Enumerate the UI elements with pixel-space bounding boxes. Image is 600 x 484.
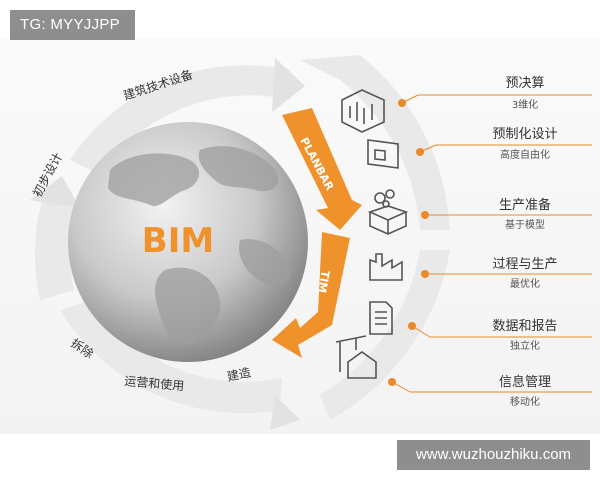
house-crane-icon	[335, 335, 377, 379]
stage-subtitle-1: 高度自由化	[500, 148, 550, 161]
planbar-arrow	[282, 108, 362, 230]
ring-arc-bottom	[60, 300, 282, 414]
stage-connectors	[388, 94, 592, 393]
factory-icon	[369, 253, 403, 281]
lifecycle-label-4: 建造	[226, 365, 252, 384]
globe-continents	[108, 146, 291, 346]
stage-subtitle-3: 最优化	[510, 277, 540, 290]
gears-box-icon	[367, 189, 409, 235]
ring-arrowhead-top	[272, 58, 305, 112]
wall-panel-icon	[367, 139, 399, 169]
stage-labels: 预决算 3维化 预制化设计 高度自由化 生产准备 基于模型 过程与生产 最优化 …	[492, 76, 557, 408]
stage-title-4: 数据和报告	[492, 319, 557, 334]
stage-subtitle-0: 3维化	[512, 98, 538, 111]
building-3d-icon	[341, 89, 385, 133]
stage-subtitle-5: 移动化	[510, 395, 540, 408]
stage-title-3: 过程与生产	[492, 257, 557, 272]
ring-arc-right-top	[300, 55, 450, 230]
watermark-bottom: www.wuzhouzhiku.com	[397, 440, 590, 470]
document-icon	[369, 301, 393, 335]
tim-arrow	[272, 232, 350, 358]
ring-arc-top	[70, 65, 290, 175]
ring-arrowhead-left	[30, 176, 80, 208]
globe-label: BIM	[142, 221, 214, 261]
stage-subtitle-4: 独立化	[510, 339, 540, 352]
stage-title-5: 信息管理	[499, 374, 551, 390]
ring-arrowhead-bottom	[270, 395, 300, 430]
tim-label: TIM	[315, 269, 332, 293]
watermark-top: TG: MYYJJPP	[10, 10, 135, 40]
stage-title-1: 预制化设计	[492, 127, 557, 142]
stage-title-0: 预决算	[505, 76, 544, 91]
lifecycle-label-3: 运营和使用	[124, 373, 185, 393]
ring-arc-left	[35, 190, 78, 300]
stage-title-2: 生产准备	[499, 197, 551, 213]
stage-subtitle-2: 基于模型	[505, 218, 545, 231]
